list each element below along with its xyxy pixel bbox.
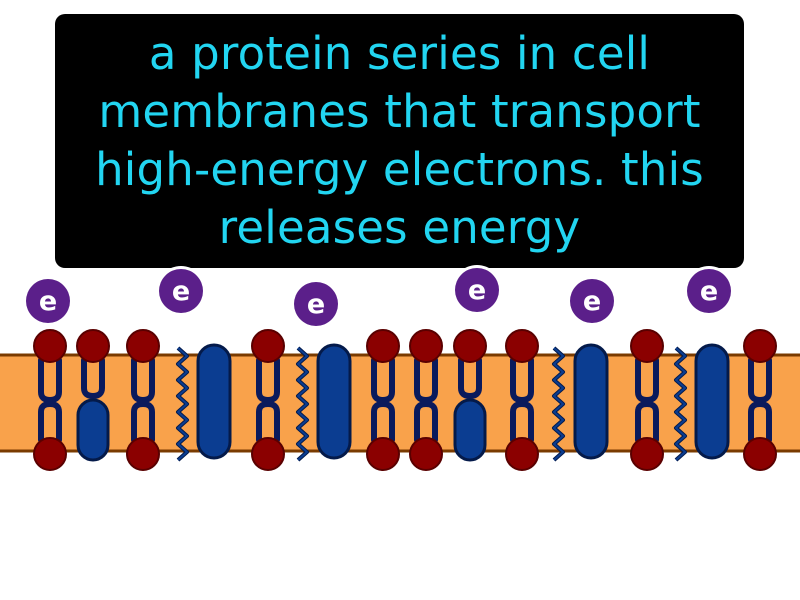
- electron-icon: e: [684, 266, 734, 316]
- protein-icon: [316, 343, 352, 460]
- zigzag-icon: [296, 346, 309, 462]
- electron-icon: e: [23, 276, 73, 326]
- protein-icon: [453, 398, 487, 462]
- phospholipid-icon: [126, 329, 160, 471]
- electron-label: e: [700, 276, 718, 307]
- definition-box: a protein series in cell membranes that …: [55, 14, 744, 268]
- protein-icon: [573, 343, 609, 460]
- definition-line-3: high-energy electrons. this: [95, 143, 704, 196]
- electron-icon: e: [291, 279, 341, 329]
- zigzag-icon: [552, 346, 565, 462]
- electron-icon: e: [567, 276, 617, 326]
- phospholipid-icon: [76, 329, 110, 400]
- electron-icon: e: [156, 266, 206, 316]
- protein-icon: [196, 343, 232, 460]
- electron-label: e: [172, 276, 190, 307]
- phospholipid-icon: [505, 329, 539, 471]
- electron-label: e: [583, 286, 601, 317]
- phospholipid-icon: [409, 329, 443, 471]
- phospholipid-icon: [366, 329, 400, 471]
- electron-label: e: [307, 289, 325, 320]
- definition-line-4: releases energy: [218, 201, 581, 254]
- protein-icon: [694, 343, 730, 460]
- zigzag-icon: [176, 346, 189, 462]
- electron-label: e: [468, 275, 486, 306]
- electron-icon: e: [452, 265, 502, 315]
- phospholipid-icon: [33, 329, 67, 471]
- phospholipid-icon: [743, 329, 777, 471]
- membrane-items: [33, 329, 777, 471]
- phospholipid-icon: [251, 329, 285, 471]
- electron-label: e: [39, 286, 57, 317]
- definition-line-2: membranes that transport: [98, 85, 701, 138]
- phospholipid-icon: [453, 329, 487, 400]
- phospholipid-icon: [630, 329, 664, 471]
- protein-icon: [76, 398, 110, 462]
- definition-text: a protein series in cell membranes that …: [95, 25, 704, 257]
- zigzag-icon: [674, 346, 687, 462]
- definition-line-1: a protein series in cell: [148, 27, 651, 80]
